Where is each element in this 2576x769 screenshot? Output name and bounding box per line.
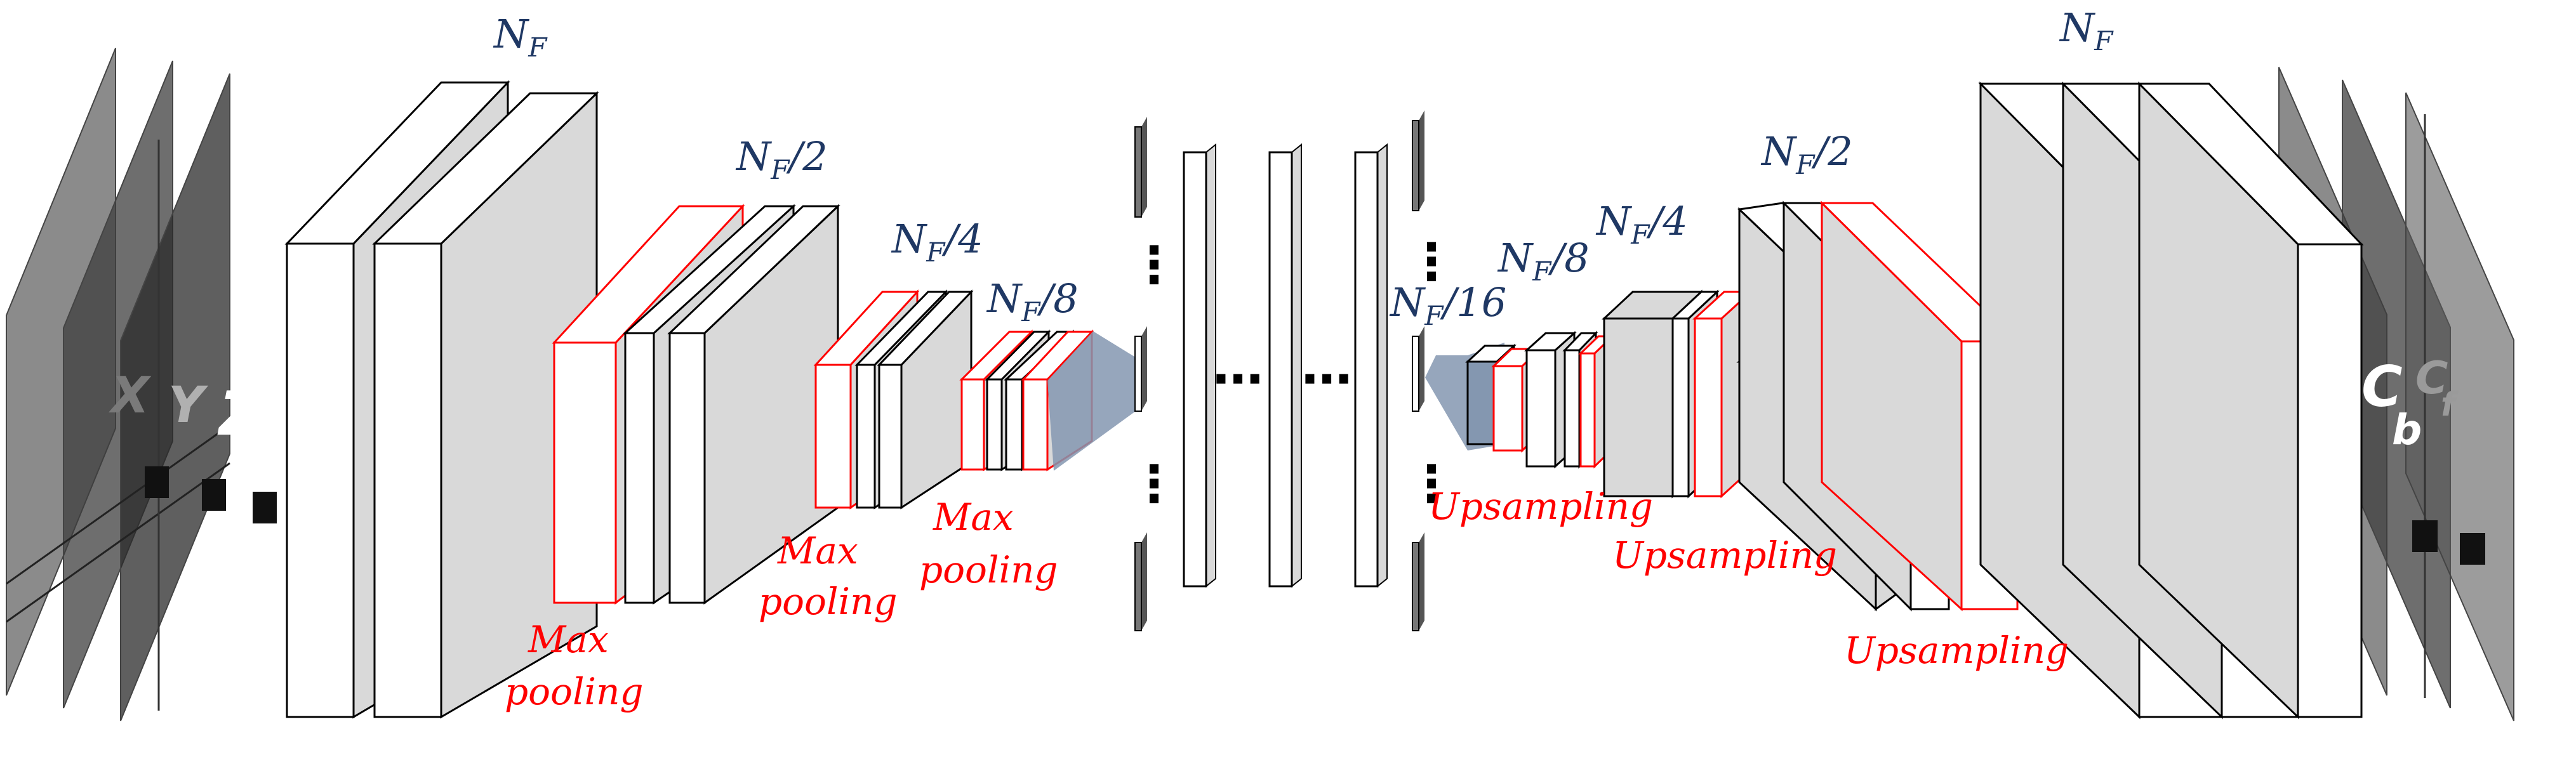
output-slice-3 <box>2405 92 2514 721</box>
upsampling-label-1: Upsampling <box>1428 485 1653 528</box>
encoder-level-4 <box>959 329 1143 471</box>
decoder-output-level <box>1978 81 2364 720</box>
bar-slice <box>1412 326 1424 412</box>
bottleneck-bar <box>1354 143 1388 588</box>
bar-slice <box>1134 326 1147 412</box>
input-label-y: Y <box>168 377 209 434</box>
label-nf4-left: NF/4 <box>891 216 983 268</box>
label-nf16: NF/16 <box>1389 279 1506 331</box>
bottleneck-bar <box>1183 143 1216 588</box>
ellipsis-dots: ⋯ <box>1301 350 1352 409</box>
max-pooling-label-3: Max pooling <box>919 496 1058 591</box>
input-slices: X Y Z <box>6 48 277 721</box>
upsampling-label-2: Upsampling <box>1612 534 1837 577</box>
encoder-level-3 <box>813 289 974 509</box>
upsampling-label-3: Upsampling <box>1844 629 2069 672</box>
conv-block <box>667 204 840 605</box>
encoder-bridge-projection <box>1047 331 1143 471</box>
label-nf8-right: NF/8 <box>1497 235 1590 287</box>
label-nf-right: NF <box>2059 4 2114 56</box>
vertical-dots: ⋮ <box>1129 235 1179 294</box>
input-label-z: Z <box>217 379 264 449</box>
input-label-x: X <box>109 367 152 424</box>
bar-slice <box>1134 532 1147 631</box>
vertical-dots: ⋮ <box>1406 232 1457 291</box>
max-pooling-label-1: Max pooling <box>505 618 644 713</box>
vertical-dots: ⋮ <box>1406 454 1457 513</box>
operation-labels: Max pooling Max pooling Max pooling Upsa… <box>505 485 2069 713</box>
bottleneck-column-left <box>1134 117 1147 631</box>
label-nf2-left: NF/2 <box>735 133 828 185</box>
bar-slice <box>1134 117 1147 218</box>
input-slice-3 <box>120 73 230 721</box>
encoder-level-2 <box>552 204 840 605</box>
vertical-dots: ⋮ <box>1129 454 1179 513</box>
output-label-c2: C <box>2415 352 2448 404</box>
channel-labels: NF NF/2 NF/4 NF/8 NF/16 NF/8 NF/4 NF/2 N… <box>493 4 2114 331</box>
bar-slice <box>1412 532 1424 631</box>
label-nf8-left: NF/8 <box>986 275 1079 327</box>
output-label-b: b <box>2392 405 2422 454</box>
bar-slice <box>1412 110 1424 211</box>
max-pooling-label-2: Max pooling <box>759 529 898 623</box>
ellipsis-dots: ⋯ <box>1212 350 1263 409</box>
label-nf4-right: NF/4 <box>1595 198 1688 250</box>
conv-block <box>877 289 974 509</box>
label-nf2-right: NF/2 <box>1760 128 1853 180</box>
bottleneck-column-right <box>1412 110 1424 631</box>
decoder-level-3 <box>1524 331 1615 469</box>
bottleneck: ⋯ ⋯ ⋮ ⋮ ⋮ ⋮ <box>1129 110 1457 631</box>
decoder-level-4 <box>1425 343 1543 453</box>
conv-block <box>2137 81 2364 720</box>
decoder-level-2 <box>1602 289 1753 499</box>
bottleneck-bar <box>1268 143 1302 588</box>
label-nf-left: NF <box>493 11 548 63</box>
output-label-c1: C <box>2361 354 2403 419</box>
